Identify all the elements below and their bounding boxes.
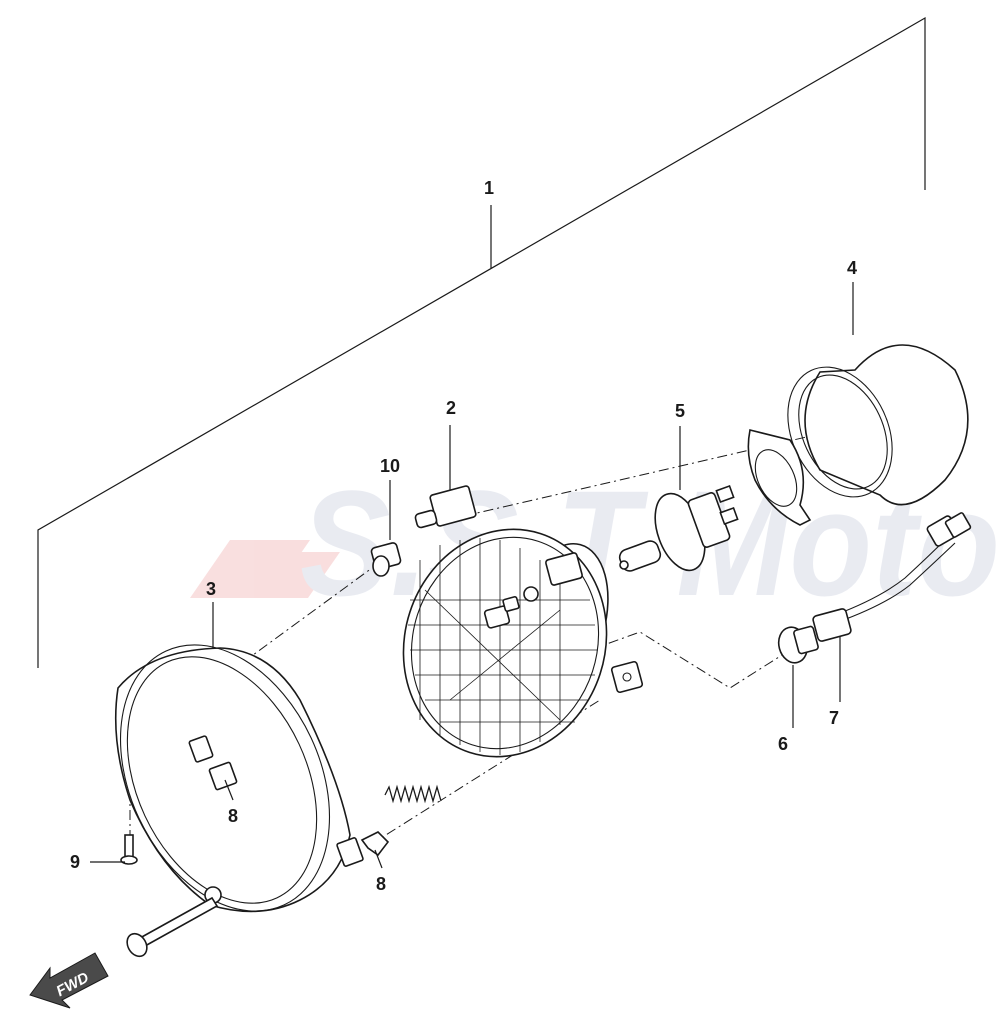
assembly-bracket [37, 16, 926, 668]
bulb-retainer-ring [747, 429, 812, 526]
callout-labels: 1 2 3 4 5 6 7 8 8 9 10 [70, 178, 857, 894]
callout-8b: 8 [376, 874, 386, 894]
callout-1: 1 [484, 178, 494, 198]
callout-10: 10 [380, 456, 400, 476]
adjuster [370, 542, 402, 577]
fwd-badge: FWD [29, 952, 109, 1009]
headlight-bulb [618, 484, 739, 572]
callout-9: 9 [70, 852, 80, 872]
callout-5: 5 [675, 401, 685, 421]
callout-8a: 8 [228, 806, 238, 826]
position-bulb [777, 625, 819, 664]
lens-grid [408, 538, 598, 755]
spring [384, 784, 442, 804]
callout-2: 2 [446, 398, 456, 418]
headlight-rim [114, 644, 364, 913]
callout-3: 3 [206, 579, 216, 599]
spring-clip [360, 831, 390, 857]
screw-long [126, 896, 219, 958]
callout-4: 4 [847, 258, 857, 278]
headlight-unit [402, 485, 609, 758]
clip-nut-square [610, 660, 644, 694]
leader-lines [90, 282, 854, 869]
bulb-socket-harness [812, 512, 972, 642]
callout-6: 6 [778, 734, 788, 754]
screw-short [120, 834, 138, 865]
callout-7: 7 [829, 708, 839, 728]
